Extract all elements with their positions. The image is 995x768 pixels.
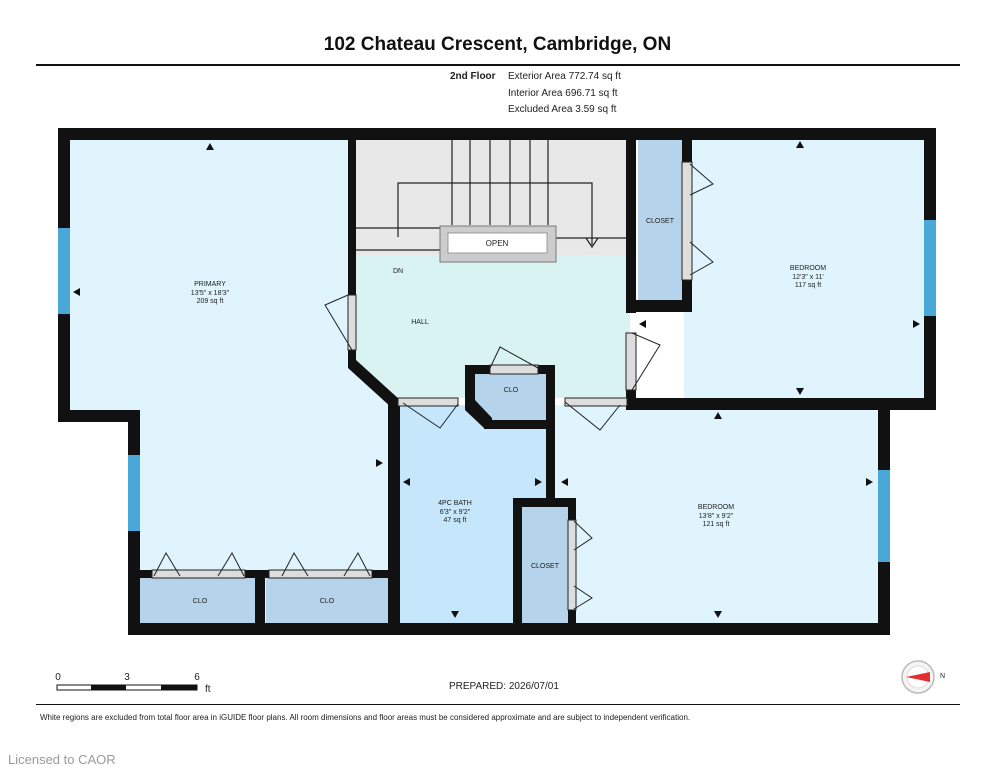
scale-unit: ft bbox=[205, 684, 211, 695]
bedroom-se-room bbox=[555, 405, 882, 625]
bath-name: 4PC BATH bbox=[438, 500, 472, 507]
page-title: 102 Chateau Crescent, Cambridge, ON bbox=[323, 34, 672, 55]
dn-label: DN bbox=[393, 268, 403, 275]
dimension-arrows bbox=[73, 141, 920, 618]
bedroom-ne-area: 117 sq ft bbox=[795, 282, 821, 289]
scale-bar: 0 3 6 ft bbox=[55, 672, 211, 695]
disclaimer: White regions are excluded from total fl… bbox=[40, 713, 691, 722]
floor-label: 2nd Floor bbox=[450, 71, 496, 82]
stairs bbox=[355, 140, 630, 251]
footer-divider bbox=[36, 704, 960, 705]
prepared-date: PREPARED: 2026/07/01 bbox=[449, 681, 559, 692]
primary-name: PRIMARY bbox=[194, 281, 226, 288]
exterior-area: Exterior Area 772.74 sq ft bbox=[508, 71, 621, 82]
hall-area bbox=[355, 255, 630, 398]
clo-right bbox=[266, 578, 388, 625]
open-label: OPEN bbox=[486, 239, 509, 248]
bedroom-ne-room bbox=[684, 140, 928, 398]
bedroom-se-name: BEDROOM bbox=[698, 504, 734, 511]
open-label-box bbox=[447, 232, 548, 254]
bedroom-ne-dims: 12'3" x 11' bbox=[792, 274, 824, 281]
scale-tick-3: 3 bbox=[124, 672, 130, 683]
primary-room bbox=[70, 140, 390, 625]
clo-left-label: CLO bbox=[193, 598, 208, 605]
clo-right-label: CLO bbox=[320, 598, 335, 605]
primary-dims: 13'5" x 18'3" bbox=[191, 290, 230, 297]
clo-hall bbox=[475, 373, 548, 420]
bedroom-se-dims: 13'8" x 9'2" bbox=[699, 513, 734, 520]
compass-n-label: N bbox=[940, 673, 945, 680]
primary-area: 209 sq ft bbox=[197, 298, 224, 305]
scale-tick-0: 0 bbox=[55, 672, 61, 683]
closet-ne-label: CLOSET bbox=[646, 218, 675, 225]
closet-bath bbox=[522, 506, 568, 625]
clo-hall-label: CLO bbox=[504, 387, 519, 394]
scale-tick-6: 6 bbox=[194, 672, 200, 683]
license-watermark: Licensed to CAOR bbox=[8, 752, 116, 767]
clo-left bbox=[140, 578, 260, 625]
bedroom-ne-name: BEDROOM bbox=[790, 265, 826, 272]
closet-ne bbox=[638, 140, 684, 302]
closet-bath-label: CLOSET bbox=[531, 563, 560, 570]
bedroom-se-area: 121 sq ft bbox=[703, 521, 730, 528]
bath-area: 47 sq ft bbox=[444, 517, 467, 524]
bath-dims: 6'3" x 9'2" bbox=[440, 509, 471, 516]
title-divider bbox=[36, 64, 960, 66]
compass-icon: N bbox=[901, 660, 945, 694]
hall-label: HALL bbox=[411, 319, 429, 326]
windows bbox=[58, 220, 936, 562]
excluded-area: Excluded Area 3.59 sq ft bbox=[508, 104, 617, 115]
interior-area: Interior Area 696.71 sq ft bbox=[508, 88, 618, 99]
doors bbox=[151, 161, 714, 611]
